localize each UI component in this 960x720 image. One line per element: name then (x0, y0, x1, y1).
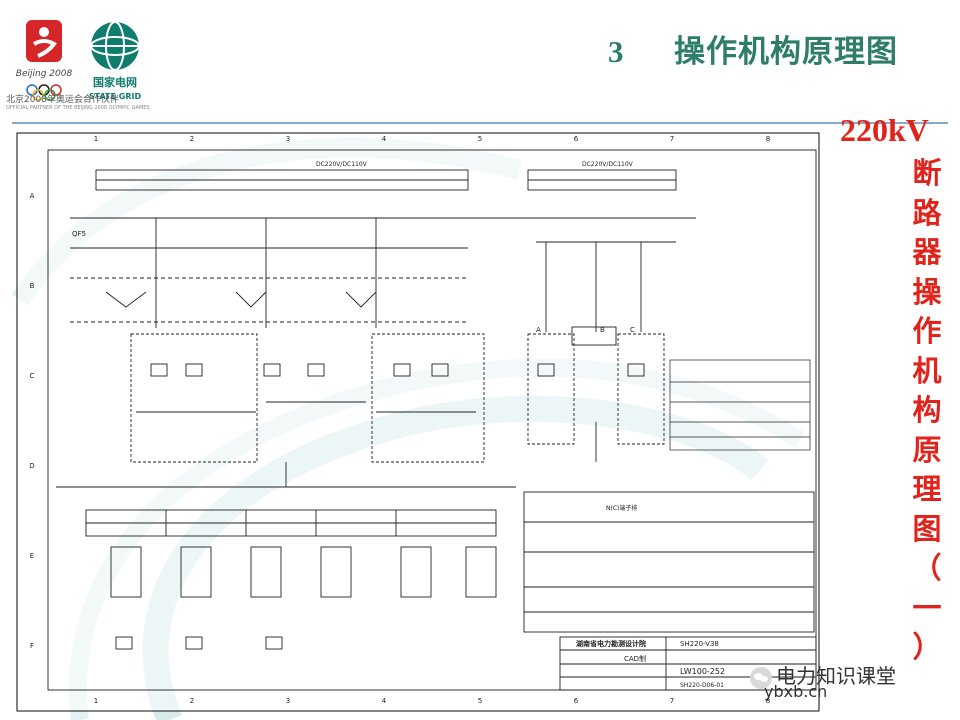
header-divider (12, 122, 948, 124)
column-marker: 2 (190, 697, 194, 705)
title-block (559, 636, 817, 691)
column-markers: 1 1 2 2 3 3 4 4 5 5 6 6 7 7 8 8 (94, 135, 770, 705)
wechat-icon (750, 666, 772, 689)
side-title-char: 构 (912, 393, 942, 427)
column-marker: 1 (94, 135, 98, 143)
slide-title-text: 操作机构原理图 (674, 34, 898, 69)
side-title-vertical: 断路器操作机构原理图 （ 一 ） (902, 154, 952, 668)
column-marker: 3 (286, 697, 290, 705)
column-marker: 2 (190, 135, 194, 143)
row-marker: F (30, 642, 34, 650)
phase-label: C (630, 326, 635, 334)
state-grid-logo: 国家电网 STATE GRID (89, 21, 142, 101)
fuse-label: QF5 (72, 230, 86, 238)
olympic-partner-caption: 北京2008年奥运会合作伙伴 OFFICIAL PARTNER OF THE B… (6, 95, 156, 111)
dc-label-right: DC220V/DC110V (582, 161, 634, 168)
watermark-url: ybxb.cn (764, 682, 828, 701)
column-marker: 8 (766, 135, 770, 143)
side-title-char: 一 (912, 590, 942, 625)
olympic-caption-en: OFFICIAL PARTNER OF THE BEIJING 2008 OLY… (6, 104, 150, 111)
title-block-org: 湖南省电力勘测设计院 (576, 639, 646, 648)
row-marker: C (30, 372, 35, 380)
side-title-char: 作 (912, 314, 942, 348)
column-marker: 4 (382, 697, 387, 705)
side-title-char: ） (912, 630, 942, 664)
side-title-char: 器 (912, 235, 942, 269)
title-block-cad: CAD制 (624, 654, 646, 663)
column-marker: 6 (574, 697, 579, 705)
terminal-strip (669, 359, 811, 451)
title-block-no: SH220-V38 (680, 640, 719, 648)
state-grid-cn: 国家电网 (93, 75, 137, 89)
beijing-2008-logo: Beijing 2008 (16, 20, 73, 101)
upper-wiring (70, 169, 696, 332)
terminal-table-title: N(C)端子排 (606, 504, 637, 512)
side-title-char: 机 (912, 353, 942, 388)
column-marker: 5 (478, 697, 482, 705)
side-title-char: 断 (912, 156, 942, 190)
side-title-char: 原 (912, 432, 942, 467)
row-marker: E (30, 552, 34, 560)
column-marker: 8 (766, 697, 770, 705)
row-marker: B (30, 282, 35, 290)
title-block-name: LW100-252 (680, 667, 725, 676)
relay-blocks (130, 326, 665, 487)
side-title-char: 路 (912, 195, 942, 230)
beijing-logo-label: Beijing 2008 (16, 69, 73, 79)
column-marker: 3 (286, 135, 290, 143)
watermark-text: 电力知识课堂 (776, 664, 896, 688)
olympic-caption-cn: 北京2008年奥运会合作伙伴 (6, 95, 119, 105)
logo-block: Beijing 2008 国家电网 STATE GRID (8, 8, 153, 122)
row-marker: A (30, 192, 35, 200)
side-title-voltage: 220kV (840, 112, 929, 148)
column-marker: 7 (670, 697, 674, 705)
watermark: 电力知识课堂 (750, 660, 896, 692)
row-marker: D (29, 462, 34, 470)
phase-labels: A B C (536, 326, 635, 334)
column-marker: 5 (478, 135, 482, 143)
side-title-char: 理 (912, 472, 942, 506)
title-block-code: SH220-D06-01 (680, 682, 724, 689)
side-title-char: 操 (912, 274, 942, 309)
row-markers: A B C D E F (29, 192, 34, 650)
phase-label: A (536, 326, 541, 334)
phase-label: B (600, 326, 605, 334)
column-marker: 7 (670, 135, 674, 143)
slide-number: 3 (608, 34, 625, 69)
lower-wiring (56, 486, 815, 650)
column-marker: 1 (94, 697, 98, 705)
column-marker: 4 (382, 135, 387, 143)
column-marker: 6 (574, 135, 579, 143)
circuit-diagram: 1 1 2 2 3 3 4 4 5 5 6 6 7 7 8 8 A B C D E F (16, 132, 820, 712)
dc-label-left: DC220V/DC110V (316, 161, 368, 168)
side-title-char: 图 (912, 511, 942, 546)
slide-title: 3 操作机构原理图 (608, 26, 898, 76)
state-grid-en: STATE GRID (89, 92, 142, 101)
side-title-char: （ (912, 551, 942, 585)
